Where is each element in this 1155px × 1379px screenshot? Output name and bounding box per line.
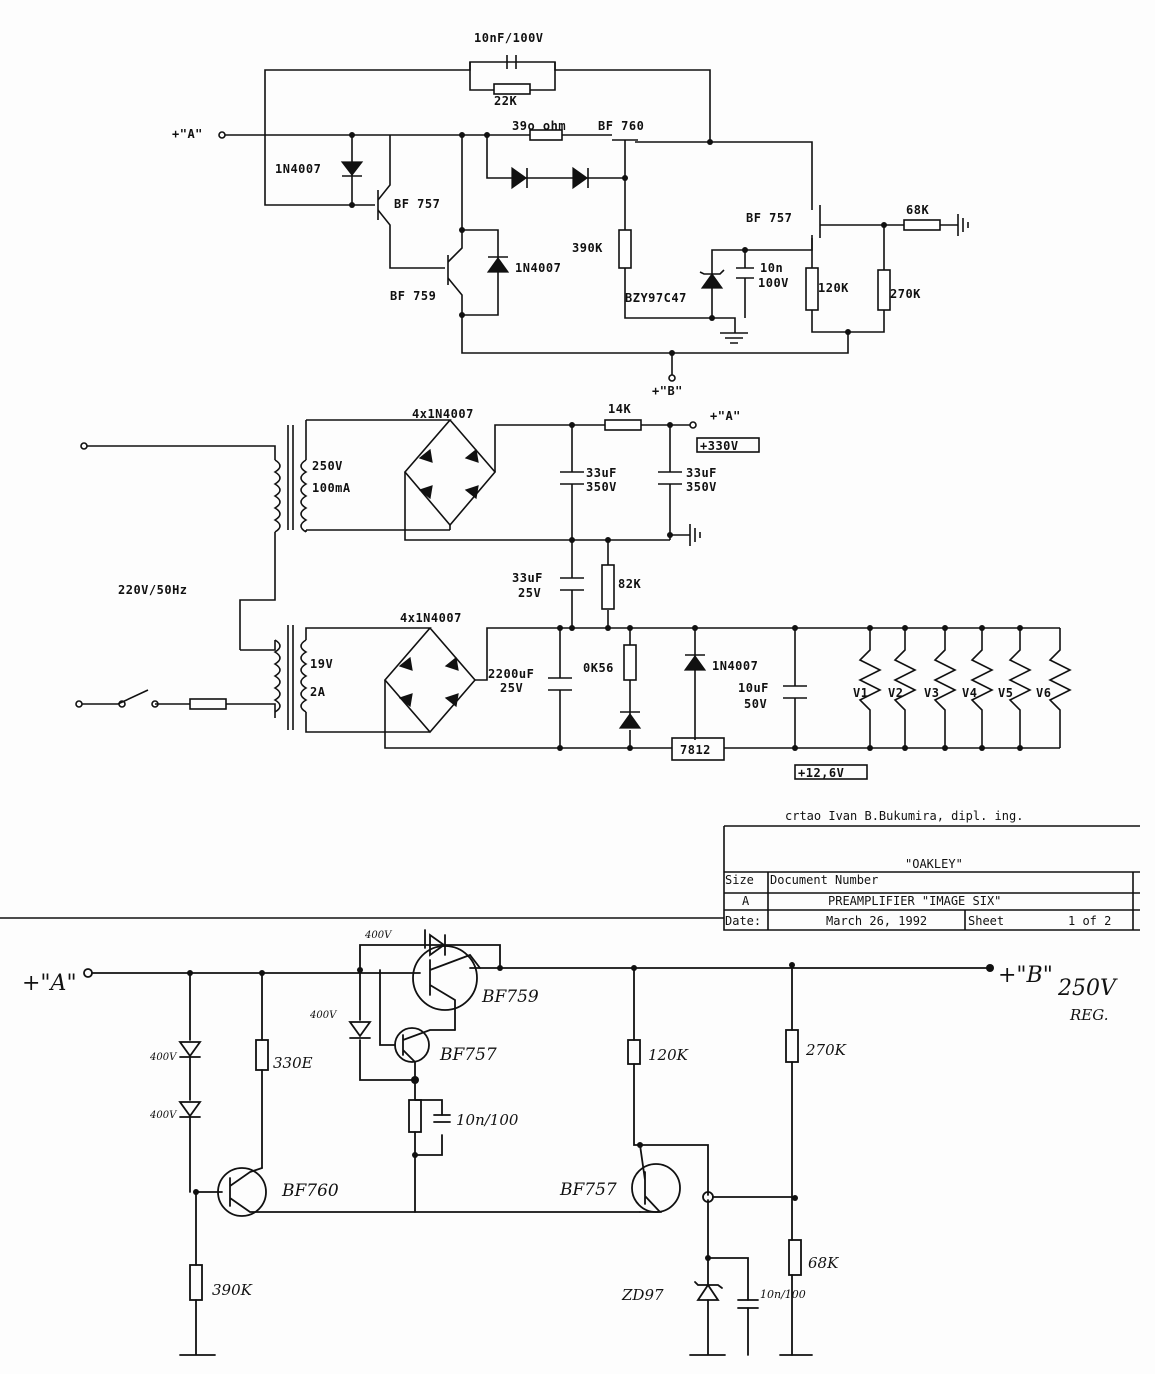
heater-v1: V1: [853, 686, 868, 700]
hv-sec-v-label: 250V: [312, 459, 343, 473]
lv-sec-i-label: 2A: [310, 685, 326, 699]
heater-v5: V5: [998, 686, 1013, 700]
sketch-res-68k: 68K: [808, 1254, 839, 1272]
q1-label: BF 757: [394, 197, 440, 211]
lv-diode-label: 1N4007: [712, 659, 758, 673]
lv-cap-big-v-label: 25V: [500, 681, 523, 695]
sketch-zener: ZD97: [621, 1286, 664, 1304]
q2-label: BF 759: [390, 289, 436, 303]
res-390k-label: 390K: [572, 241, 603, 255]
node-b-label: +"B": [652, 384, 683, 398]
hv-sec-i-label: 100mA: [312, 481, 351, 495]
zener-label: BZY97C47: [625, 291, 687, 305]
lv-res-label: 0K56: [583, 661, 614, 675]
size-heading: Size: [725, 873, 754, 887]
author-label: crtao Ivan B.Bukumira, dipl. ing.: [785, 809, 1023, 823]
sketch-res-390k: 390K: [212, 1281, 253, 1299]
date-heading: Date:: [725, 914, 761, 928]
mains-label: 220V/50Hz: [118, 583, 188, 597]
lv-reg-label: 7812: [680, 743, 711, 757]
sketch-cap: 10n/100: [456, 1111, 519, 1129]
hv-cap1-label: 33uF: [586, 466, 617, 480]
sketch-res-270k: 270K: [805, 1041, 847, 1059]
lv-cap-10u-v-label: 50V: [744, 697, 767, 711]
res-390-label: 39o ohm: [512, 119, 566, 133]
hv-cap3-v-label: 25V: [518, 586, 541, 600]
res-68k-label: 68K: [906, 203, 929, 217]
feedback-res-label: 22K: [494, 94, 517, 108]
size-value: A: [742, 894, 750, 908]
company-label: "OAKLEY": [905, 857, 963, 871]
sketch-q-right: BF757: [559, 1180, 617, 1200]
sketch-node-b: +"B": [998, 963, 1053, 988]
doc-title: PREAMPLIFIER "IMAGE SIX": [828, 894, 1001, 908]
heater-v3: V3: [924, 686, 939, 700]
sketch-d4: 400V: [309, 1010, 338, 1021]
node-a-label: +"A": [172, 127, 203, 141]
hv-out-v-label: +330V: [700, 439, 739, 453]
heater-v6: V6: [1036, 686, 1051, 700]
docnum-heading: Document Number: [770, 873, 878, 887]
sheet-heading: Sheet: [968, 914, 1004, 928]
hv-res-82k-label: 82K: [618, 577, 641, 591]
sheet-value: 1 of 2: [1068, 914, 1111, 928]
top-regulator: +"A" 10nF/100V 22K 1N4007 BF 757 BF 759 …: [172, 31, 969, 398]
diode-in-label: 1N4007: [275, 162, 321, 176]
lv-out-v-label: +12,6V: [798, 766, 844, 780]
heater-v2: V2: [888, 686, 903, 700]
sketch-q-left: BF760: [281, 1181, 339, 1201]
sketch-q-top: BF759: [481, 987, 539, 1007]
feedback-cap-label: 10nF/100V: [474, 31, 544, 45]
hand-sketch: +"A" +"B" 250V REG. 400V 400V 400V 400V …: [22, 929, 1118, 1356]
psu-lv: 4x1N4007 19V 2A 2200uF 25V 0K56 1N4007 7…: [75, 611, 1072, 780]
psu-hv: 4x1N4007 250V 100mA 14K +"A" +330V 33uF …: [80, 402, 760, 650]
lv-cap-big-label: 2200uF: [488, 667, 534, 681]
hv-res-14k-label: 14K: [608, 402, 631, 416]
sketch-d3: 400V: [364, 930, 393, 941]
q4-label: BF 757: [746, 211, 792, 225]
sketch-node-a: +"A": [22, 971, 77, 996]
hv-cap2-v-label: 350V: [686, 480, 717, 494]
sketch-d1: 400V: [149, 1052, 178, 1063]
sketch-out-note: REG.: [1069, 1006, 1108, 1024]
diode-q2-label: 1N4007: [515, 261, 561, 275]
lv-cap-10u-label: 10uF: [738, 681, 769, 695]
q3-label: BF 760: [598, 119, 644, 133]
heater-v4: V4: [962, 686, 977, 700]
sketch-out-v: 250V: [1057, 976, 1118, 1001]
sketch-res-330: 330E: [273, 1054, 313, 1072]
cap-10n-v-label: 100V: [758, 276, 789, 290]
lv-sec-v-label: 19V: [310, 657, 333, 671]
res-120k-label: 120K: [818, 281, 849, 295]
title-block: crtao Ivan B.Bukumira, dipl. ing. "OAKLE…: [723, 809, 1140, 931]
sketch-d2: 400V: [149, 1110, 178, 1121]
hv-cap1-v-label: 350V: [586, 480, 617, 494]
hv-cap3-label: 33uF: [512, 571, 543, 585]
hv-cap2-label: 33uF: [686, 466, 717, 480]
sketch-res-120k: 120K: [648, 1046, 689, 1064]
hv-out-node-label: +"A": [710, 409, 741, 423]
lv-bridge-label: 4x1N4007: [400, 611, 462, 625]
sketch-q-mid: BF757: [439, 1045, 497, 1065]
cap-10n-label: 10n: [760, 261, 783, 275]
res-270k-label: 270K: [890, 287, 921, 301]
sketch-cap2: 10n/100: [760, 1288, 806, 1301]
hv-bridge-label: 4x1N4007: [412, 407, 474, 421]
date-value: March 26, 1992: [826, 914, 927, 928]
